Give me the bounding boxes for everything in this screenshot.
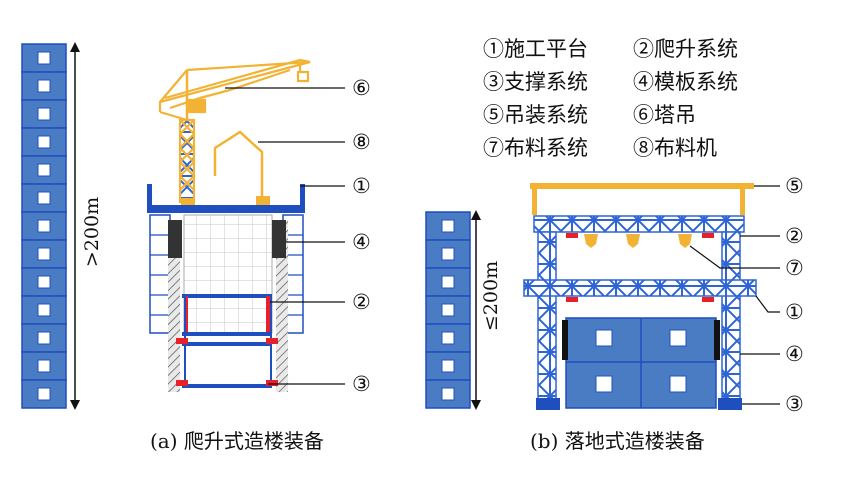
callout-a-1: ① <box>352 174 371 198</box>
callout-b-7: ⑦ <box>785 256 804 280</box>
panel-a-caption: (a) 爬升式造楼装备 <box>150 429 324 453</box>
panel-a-height-dimension: >200m <box>70 42 103 410</box>
callout-a-3: ③ <box>352 372 371 396</box>
building-floor <box>425 323 471 353</box>
legend-item: ①施工平台 <box>483 37 588 61</box>
legend: ①施工平台 ②爬升系统 ③支撑系统 ④模板系统 ⑤吊装系统 ⑥塔吊 ⑦布料系统 ⑧布料机 <box>483 37 738 160</box>
panel-b-building-column <box>425 211 471 409</box>
panel-b-height-label: ≤200m <box>480 261 502 331</box>
legend-item: ⑧布料机 <box>633 136 717 160</box>
legend-item: ⑦布料系统 <box>483 136 588 160</box>
building-floor <box>425 239 471 269</box>
building-floor <box>425 295 471 325</box>
callout-a-8: ⑧ <box>352 130 371 154</box>
building-floor <box>425 379 471 409</box>
building-floor <box>425 267 471 297</box>
building-floor <box>21 379 67 409</box>
panel-a-height-label: >200m <box>81 197 103 267</box>
tower-crane <box>158 58 311 208</box>
callout-b-1: ① <box>785 300 804 324</box>
building-floor <box>21 239 67 269</box>
panel-b-caption: (b) 落地式造楼装备 <box>530 429 705 453</box>
panel-b-callout-lines <box>689 185 780 405</box>
legend-item: ⑥塔吊 <box>633 103 696 127</box>
floor-standing-frame <box>523 183 757 410</box>
building-floor <box>21 155 67 185</box>
callout-b-2: ② <box>785 224 804 248</box>
building-floor <box>21 295 67 325</box>
building-floor <box>425 351 471 381</box>
building-floor <box>21 351 67 381</box>
building-floor <box>21 323 67 353</box>
callout-a-6: ⑥ <box>352 76 371 100</box>
legend-item: ②爬升系统 <box>633 37 738 61</box>
callout-a-4: ④ <box>352 230 371 254</box>
legend-item: ⑤吊装系统 <box>483 103 588 127</box>
building-floor <box>21 183 67 213</box>
callout-b-3: ③ <box>785 392 804 416</box>
climbing-form-body <box>147 184 305 392</box>
building-floor <box>425 211 471 241</box>
building-floor <box>21 267 67 297</box>
panel-b-height-dimension: ≤200m <box>471 210 502 410</box>
building-floor <box>21 71 67 101</box>
legend-item: ④模板系统 <box>633 70 738 94</box>
callout-b-5: ⑤ <box>785 174 804 198</box>
legend-item: ③支撑系统 <box>483 70 588 94</box>
panel-a-building-column <box>21 43 67 409</box>
concrete-placing-boom <box>213 130 270 208</box>
building-floor <box>21 127 67 157</box>
building-floor <box>21 99 67 129</box>
building-floor <box>21 211 67 241</box>
panel-a-callout-lines <box>225 87 345 385</box>
building-floor <box>21 43 67 73</box>
callout-a-2: ② <box>352 290 371 314</box>
callout-b-4: ④ <box>785 342 804 366</box>
